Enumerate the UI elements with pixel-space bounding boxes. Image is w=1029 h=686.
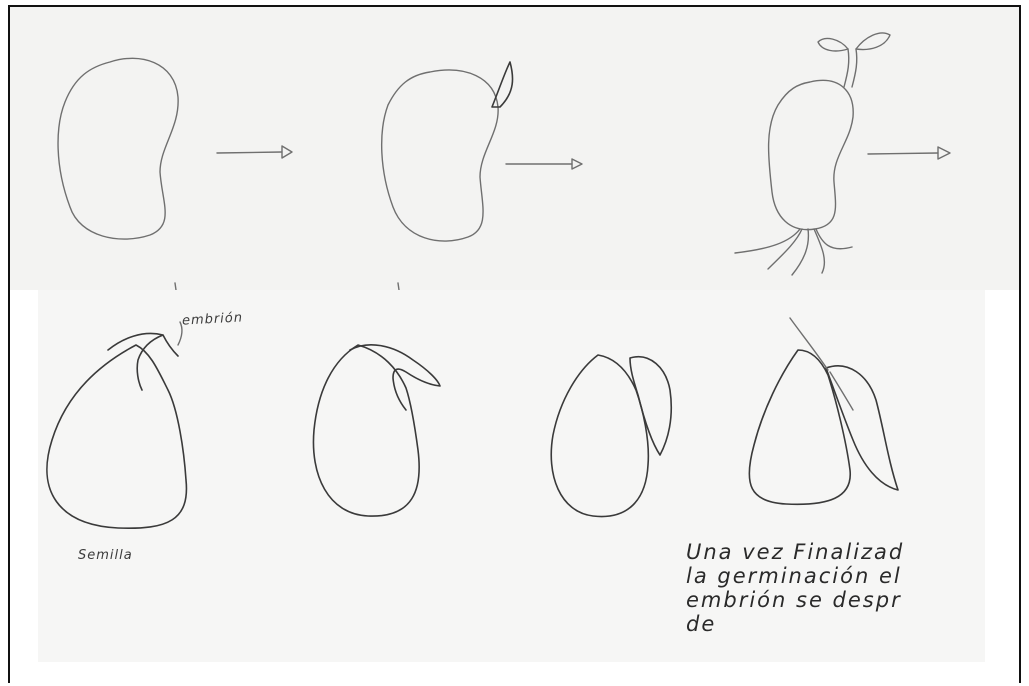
arrow-2-head bbox=[572, 159, 582, 169]
arrow-1 bbox=[217, 152, 282, 153]
tick-mark-2 bbox=[398, 283, 399, 290]
bean-stage-2 bbox=[382, 70, 498, 241]
bean-stage-1 bbox=[58, 58, 178, 239]
embryo-detachment-panel: embrión Semilla Una vez Finalizad la ger… bbox=[38, 290, 985, 662]
note-line-3: embrión se despr bbox=[686, 588, 904, 612]
arrow-1-head bbox=[282, 146, 292, 158]
roots bbox=[735, 229, 852, 275]
bean-stage-2-sprout bbox=[492, 62, 513, 107]
seedling-leaf-left bbox=[818, 38, 848, 50]
label-seed: Semilla bbox=[78, 548, 133, 563]
arrow-3-head bbox=[938, 147, 950, 159]
seed-stage-1 bbox=[47, 345, 187, 528]
seedling-leaf-right bbox=[856, 33, 890, 50]
note-line-4: de bbox=[686, 612, 904, 636]
embryo-stage-4 bbox=[826, 366, 898, 490]
seedling-stem bbox=[844, 49, 857, 87]
note-line-2: la germinación el bbox=[686, 564, 904, 588]
label-embryo: embrión bbox=[182, 310, 244, 328]
seed-stage-4 bbox=[749, 350, 850, 504]
note-line-1: Una vez Finalizad bbox=[686, 540, 904, 564]
embryo-stage-1 bbox=[108, 333, 178, 390]
embryo-stage-3 bbox=[630, 357, 671, 455]
germination-note: Una vez Finalizad la germinación el embr… bbox=[686, 540, 904, 636]
tick-mark-1 bbox=[175, 283, 176, 290]
bean-germination-panel bbox=[10, 7, 1019, 290]
embryo-stage-2 bbox=[350, 345, 440, 410]
bean-stage-3 bbox=[769, 80, 854, 229]
arrow-3 bbox=[868, 153, 938, 154]
bean-germination-sketch bbox=[10, 7, 1019, 290]
